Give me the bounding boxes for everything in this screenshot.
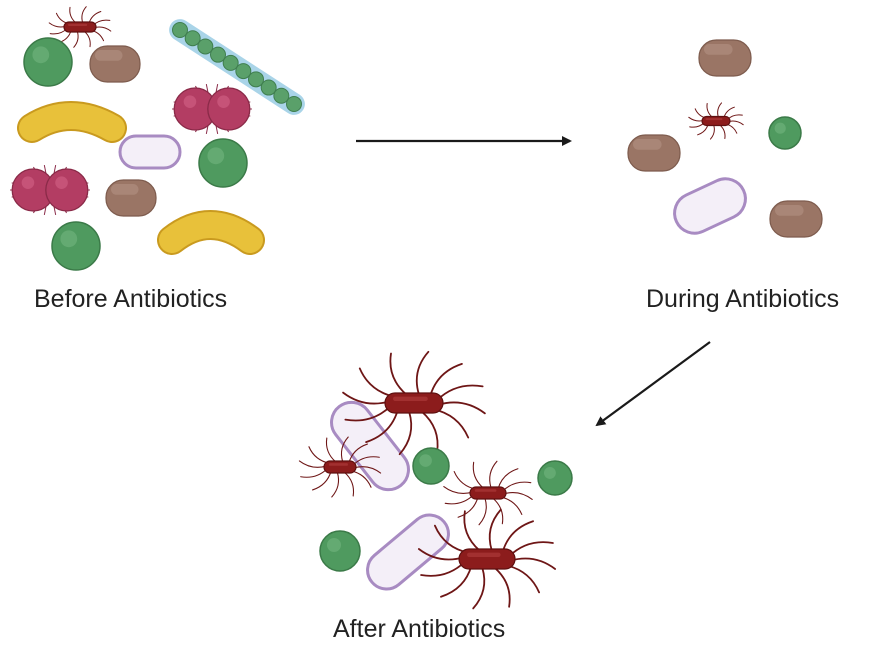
before-antibiotics-label: Before Antibiotics bbox=[34, 285, 228, 313]
before-antibiotics-group bbox=[10, 6, 305, 271]
during-antibiotics-label: During Antibiotics bbox=[646, 285, 840, 313]
flagellated-rod bbox=[688, 102, 744, 140]
brown-cell bbox=[627, 134, 681, 172]
during-antibiotics-group bbox=[627, 39, 823, 238]
flagellated-rod bbox=[298, 436, 382, 498]
clear-capsule bbox=[366, 513, 450, 591]
green-coccus bbox=[537, 460, 573, 496]
yellow-curved-rod bbox=[157, 210, 265, 255]
after-antibiotics-label: After Antibiotics bbox=[333, 615, 506, 643]
pink-diplococcus bbox=[172, 83, 252, 135]
flagellated-rod bbox=[417, 508, 557, 610]
pink-diplococcus bbox=[10, 164, 90, 216]
green-coccus bbox=[51, 221, 101, 271]
clear-capsule bbox=[330, 400, 410, 492]
green-coccus bbox=[412, 447, 450, 485]
arrow-during-to-after bbox=[595, 341, 711, 427]
after-antibiotics-group bbox=[298, 350, 573, 610]
flagellated-rod bbox=[443, 460, 533, 526]
green-coccus bbox=[198, 138, 248, 188]
yellow-curved-rod bbox=[17, 101, 127, 143]
clear-capsule bbox=[673, 177, 747, 235]
brown-cell bbox=[769, 200, 823, 238]
clear-capsule bbox=[118, 134, 182, 170]
brown-cell bbox=[698, 39, 752, 77]
brown-cell bbox=[89, 45, 141, 83]
streptococcus-chain bbox=[169, 19, 305, 115]
flagellated-rod bbox=[342, 350, 486, 456]
green-coccus bbox=[768, 116, 802, 150]
green-coccus bbox=[319, 530, 361, 572]
brown-cell bbox=[105, 179, 157, 217]
flagellated-rod bbox=[48, 6, 112, 48]
green-coccus bbox=[23, 37, 73, 87]
